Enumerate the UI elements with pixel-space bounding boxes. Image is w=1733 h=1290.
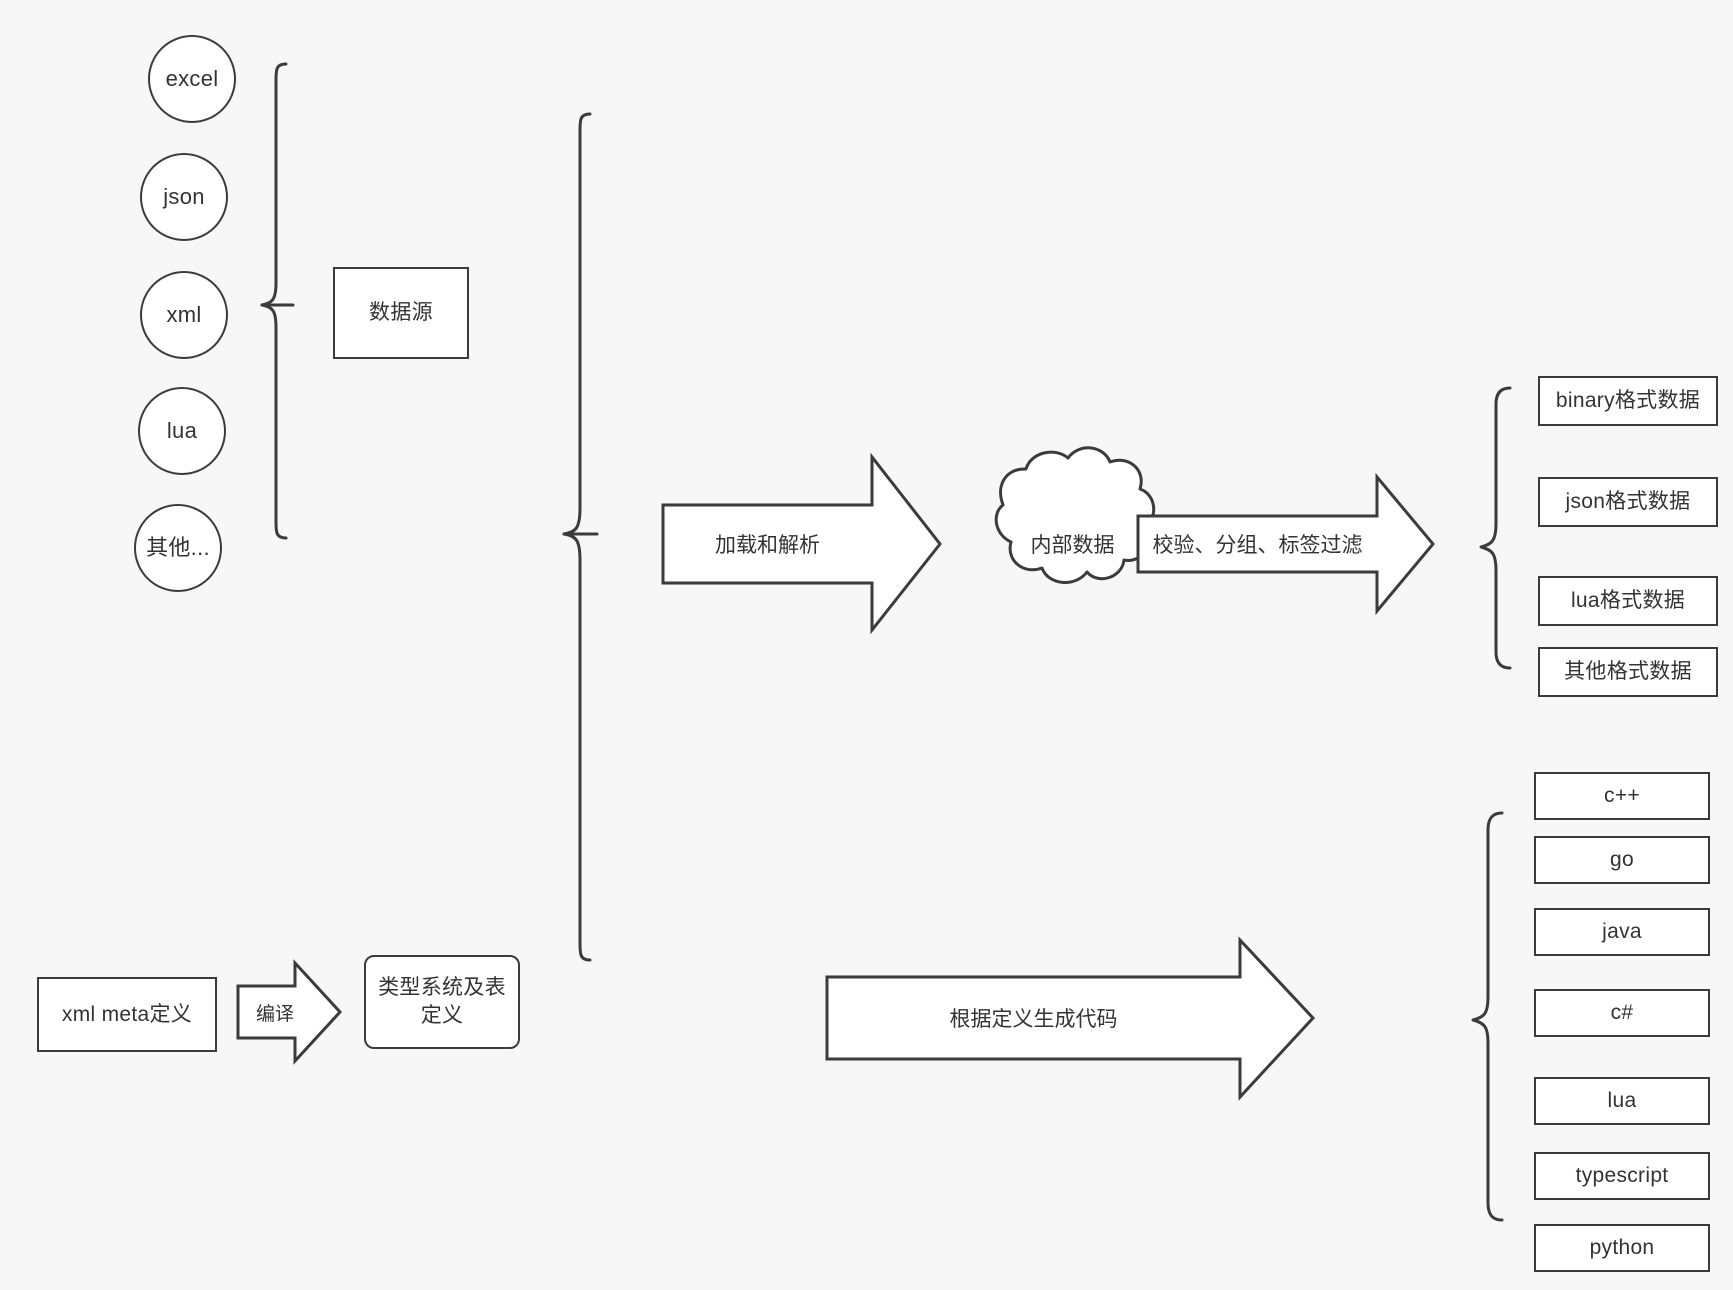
output-box-json[interactable]: json格式数据 <box>1538 477 1718 527</box>
source-node-label: lua <box>166 418 198 444</box>
arrow-compile <box>236 959 343 1065</box>
language-box-go[interactable]: go <box>1534 836 1710 884</box>
language-box-label: python <box>1589 1236 1655 1260</box>
source-node-lua[interactable]: lua <box>138 387 226 475</box>
language-box-cpp[interactable]: c++ <box>1534 772 1710 820</box>
source-node-label: 其他... <box>146 535 210 561</box>
output-box-label: binary格式数据 <box>1555 389 1701 413</box>
type-system-definition-label: 类型系统及表定义 <box>378 976 506 1027</box>
brace-pipeline-input <box>562 112 592 962</box>
language-box-label: c++ <box>1604 784 1640 808</box>
arrow-validate-group-filter <box>1136 472 1435 616</box>
output-box-binary[interactable]: binary格式数据 <box>1538 376 1718 426</box>
type-system-definition-box[interactable]: 类型系统及表定义 <box>364 955 520 1049</box>
data-source-group-box[interactable]: 数据源 <box>333 267 469 359</box>
language-box-label: go <box>1610 848 1634 872</box>
source-node-json[interactable]: json <box>140 153 228 241</box>
output-box-lua[interactable]: lua格式数据 <box>1538 576 1718 626</box>
brace-data-sources <box>260 62 288 540</box>
language-box-python[interactable]: python <box>1534 1224 1710 1272</box>
cloud-internal-data <box>994 446 1156 585</box>
arrow-generate-code <box>825 936 1316 1101</box>
language-box-java[interactable]: java <box>1534 908 1710 956</box>
xml-meta-definition-box[interactable]: xml meta定义 <box>37 977 217 1052</box>
output-box-label: 其他格式数据 <box>1564 660 1692 684</box>
brace-output-formats <box>1479 386 1512 670</box>
source-node-other[interactable]: 其他... <box>134 504 222 592</box>
source-node-label: excel <box>165 66 219 92</box>
language-box-typescript[interactable]: typescript <box>1534 1152 1710 1200</box>
language-box-label: typescript <box>1575 1164 1669 1188</box>
output-box-other[interactable]: 其他格式数据 <box>1538 647 1718 697</box>
xml-meta-definition-label: xml meta定义 <box>61 1002 193 1026</box>
brace-target-languages <box>1471 811 1504 1222</box>
data-source-group-label: 数据源 <box>369 301 433 325</box>
language-box-label: lua <box>1607 1089 1637 1113</box>
source-node-label: json <box>163 184 205 210</box>
source-node-xml[interactable]: xml <box>140 271 228 359</box>
language-box-label: c# <box>1610 1001 1634 1025</box>
language-box-label: java <box>1602 920 1642 944</box>
language-box-csharp[interactable]: c# <box>1534 989 1710 1037</box>
source-node-excel[interactable]: excel <box>148 35 236 123</box>
output-box-label: json格式数据 <box>1565 490 1691 514</box>
source-node-label: xml <box>166 302 202 328</box>
output-box-label: lua格式数据 <box>1570 589 1686 613</box>
arrow-load-parse <box>661 452 942 635</box>
language-box-lua[interactable]: lua <box>1534 1077 1710 1125</box>
